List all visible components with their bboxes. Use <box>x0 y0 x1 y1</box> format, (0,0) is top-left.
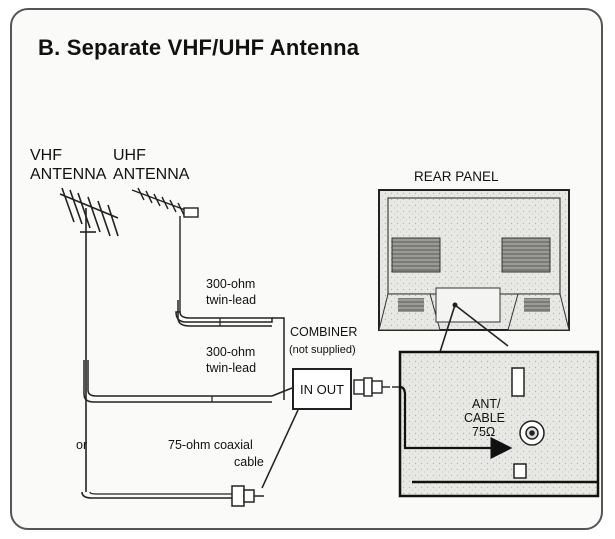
connection-arrow <box>399 385 513 459</box>
or-label: or <box>76 438 88 452</box>
ant-cable-label-line3: 75Ω <box>472 425 496 439</box>
combiner-box: IN OUT <box>292 368 352 410</box>
coaxial-cable-label-line1: 75-ohm coaxial <box>168 438 253 452</box>
callout-lines <box>439 304 509 353</box>
ant-cable-label-line2: CABLE <box>464 411 505 425</box>
twin-lead-upper-label-line2: twin-lead <box>206 293 257 307</box>
uhf-antenna-label-line1: UHF <box>113 147 146 164</box>
tv-rear-panel <box>378 189 570 331</box>
combiner-output-connector <box>353 377 400 397</box>
page-title: B. Separate VHF/UHF Antenna <box>38 35 360 60</box>
twin-lead-upper <box>175 300 285 400</box>
uhf-antenna-label-line2: ANTENNA <box>113 166 190 183</box>
combiner-not-supplied-label: (not supplied) <box>289 344 356 356</box>
coaxial-cable <box>81 409 299 507</box>
rear-panel-label: REAR PANEL <box>414 169 499 184</box>
vhf-antenna-label-line1: VHF <box>30 147 62 164</box>
combiner-label: COMBINER <box>290 325 358 339</box>
uhf-antenna-icon <box>131 187 199 312</box>
vhf-antenna-label-line2: ANTENNA <box>30 166 107 183</box>
ant-cable-label-line1: ANT/ <box>472 397 501 411</box>
twin-lead-lower-label-line2: twin-lead <box>206 361 257 375</box>
twin-lead-lower-label-line1: 300-ohm <box>206 345 256 359</box>
twin-lead-lower <box>83 360 293 403</box>
ant-cable-jack-icon <box>519 420 545 446</box>
combiner-ports-label: IN OUT <box>299 381 345 397</box>
vhf-antenna-icon <box>59 187 119 492</box>
coaxial-cable-label-line2: cable <box>234 455 264 469</box>
twin-lead-upper-label-line1: 300-ohm <box>206 277 256 291</box>
terminal-closeup <box>398 350 600 498</box>
